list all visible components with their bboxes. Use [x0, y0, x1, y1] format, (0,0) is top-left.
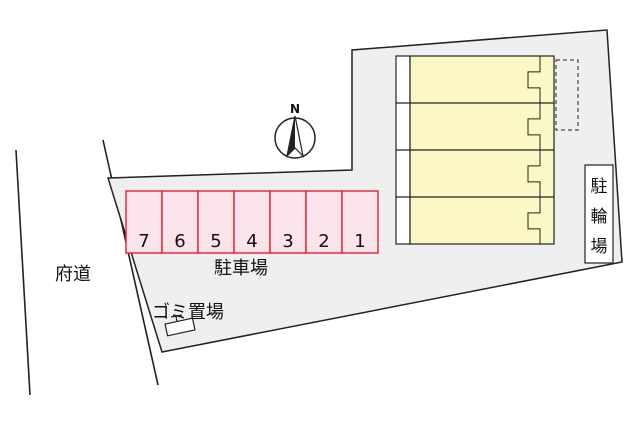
- parking-label: 駐車場: [214, 258, 268, 279]
- parking-area: 7 6 5 4 3 2 1: [125, 190, 379, 254]
- parking-space-1: [341, 190, 379, 254]
- parking-space-number: 2: [318, 231, 329, 252]
- parking-space-number: 3: [282, 231, 293, 252]
- parking-space-5: [197, 190, 235, 254]
- parking-space-number: 5: [210, 231, 221, 252]
- unit-entrance: [527, 56, 541, 103]
- apartment-building: [395, 55, 579, 245]
- unit-entrance: [527, 150, 541, 197]
- bicycle-parking-char-3: 場: [591, 237, 608, 257]
- parking-space-number: 7: [138, 231, 149, 252]
- parking-space-3: [269, 190, 307, 254]
- parking-space-number: 6: [174, 231, 185, 252]
- parking-space-number: 1: [354, 231, 365, 252]
- bicycle-parking-char-1: 駐: [591, 177, 608, 197]
- road-edge-left: [15, 149, 31, 396]
- bicycle-parking-char-2: 輪: [591, 207, 608, 227]
- compass-label: N: [290, 102, 300, 116]
- parking-space-2: [305, 190, 343, 254]
- unit-entrance: [527, 103, 541, 150]
- north-arrow: N: [274, 102, 316, 159]
- parking-space-number: 4: [246, 231, 257, 252]
- unit-entrance: [527, 197, 541, 244]
- garbage-label: ゴミ置場: [152, 302, 224, 323]
- road-label: 府道: [55, 264, 91, 285]
- parking-space-6: [161, 190, 199, 254]
- garbage-bin-icon: [164, 314, 196, 337]
- bicycle-parking: 駐 輪 場: [584, 164, 614, 264]
